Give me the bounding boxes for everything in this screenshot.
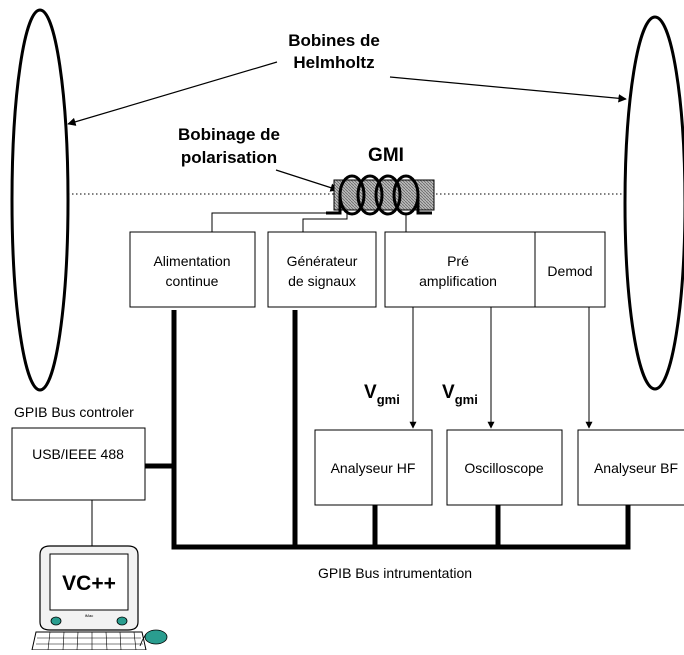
coils-title-line2: Helmholtz: [293, 53, 374, 72]
left-helmholtz-coil: [10, 8, 70, 392]
coils-title-line1: Bobines de: [288, 31, 380, 50]
arrow-to-right-coil: [389, 76, 627, 103]
usb-ieee-label: USB/IEEE 488: [32, 446, 124, 462]
computer-screen-text: VC++: [62, 572, 116, 595]
preamp-block: [384, 231, 536, 308]
computer-icon: VC++ iMac: [31, 545, 168, 651]
polarisation-label-line2: polarisation: [181, 148, 277, 167]
analyseur-bf-block: [577, 429, 684, 506]
oscilloscope-label: Oscilloscope: [464, 460, 544, 476]
preamp-label-line2: amplification: [419, 273, 497, 289]
right-helmholtz-coil: [623, 15, 684, 391]
vgmi-label-osc: Vgmi: [442, 382, 478, 407]
alimentation-label-line1: Alimentation: [153, 253, 230, 269]
oscilloscope-block: [446, 429, 563, 506]
computer-brand: iMac: [85, 613, 93, 618]
alimentation-block: [129, 231, 256, 308]
polarisation-label-line1: Bobinage de: [178, 125, 280, 144]
mouse-icon: [144, 629, 168, 645]
gpib-controler-label: GPIB Bus controler: [14, 404, 134, 420]
generateur-label-line1: Générateur: [287, 253, 358, 269]
wire-alimentation: [211, 212, 334, 232]
demod-label: Demod: [547, 263, 592, 279]
gpib-bus: [145, 310, 631, 550]
alimentation-label-line2: continue: [166, 273, 219, 289]
arrow-to-winding: [275, 169, 339, 192]
demod-block: [534, 231, 606, 308]
arrow-to-left-coil: [67, 61, 278, 126]
generateur-block: [267, 231, 377, 308]
generateur-label-line2: de signaux: [288, 273, 356, 289]
gpib-bus-label: GPIB Bus intrumentation: [318, 565, 472, 581]
vgmi-label-hf: Vgmi: [364, 382, 400, 407]
analyseur-bf-label: Analyseur BF: [594, 460, 678, 476]
analyseur-hf-label: Analyseur HF: [331, 460, 416, 476]
preamp-label-line1: Pré: [447, 253, 469, 269]
gmi-label: GMI: [368, 145, 404, 166]
analyseur-hf-block: [314, 429, 433, 506]
usb-ieee-block: [11, 427, 146, 501]
wire-generateur: [302, 214, 348, 232]
